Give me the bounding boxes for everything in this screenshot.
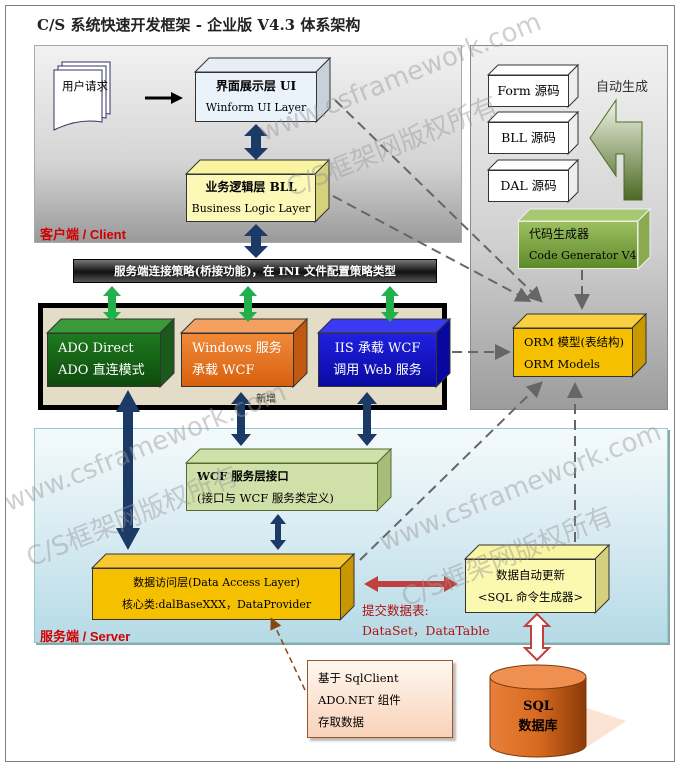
navy-double-arrows — [116, 124, 377, 550]
note-line-1: 基于 SqlClient — [318, 671, 399, 685]
code-generator-subtitle: Code Generator V4 — [529, 249, 637, 262]
request-arrow — [145, 92, 183, 104]
connection-strategy-bar: 服务端连接策略(桥接功能)，在 INI 文件配置策略类型 — [73, 259, 437, 283]
sqlclient-note: 基于 SqlClient ADO.NET 组件 存取数据 — [307, 660, 453, 738]
orm-dashed-lines — [332, 99, 590, 561]
submit-data-types: DataSet，DataTable — [362, 623, 490, 638]
bll-source-box: BLL 源码 — [486, 110, 580, 156]
note-dal-line — [270, 617, 306, 691]
orm-models-box: ORM 模型(表结构) ORM Models — [511, 312, 648, 379]
database-subtitle: 数据库 — [518, 719, 558, 734]
strategy-iis-arrow — [381, 286, 399, 322]
sql-generator-box: 数据自动更新 <SQL 命令生成器> — [463, 543, 611, 615]
dal-source-label: DAL 源码 — [488, 170, 569, 202]
dal-box: 数据访问层(Data Access Layer) 核心类:dalBaseXXX，… — [90, 552, 356, 622]
dal-orm-line — [359, 381, 543, 561]
ui-layer-box: 界面展示层 UI Winform UI Layer — [193, 56, 332, 124]
mode-ado-direct-title: ADO Direct — [58, 341, 134, 356]
green-double-arrows — [103, 286, 399, 322]
dal-source-box: DAL 源码 — [486, 158, 580, 204]
mode-windows-service-box: Windows 服务 承载 WCF — [179, 317, 309, 389]
bll-strategy-arrow — [244, 224, 268, 258]
wcf-dal-arrow — [270, 514, 286, 550]
sql-generator-title: 数据自动更新 — [496, 568, 565, 582]
client-zone-label: 客户端 / Client — [40, 227, 126, 242]
dal-subtitle: 核心类:dalBaseXXX，DataProvider — [121, 598, 312, 611]
mode-windows-service-subtitle: 承载 WCF — [192, 363, 255, 378]
mode-ado-direct-subtitle: ADO 直连模式 — [58, 363, 145, 378]
mode-iis-wcf-title: IIS 承载 WCF — [334, 341, 421, 356]
bll-layer-box: 业务逻辑层 BLL Business Logic Layer — [184, 158, 331, 224]
diagram-title: C/S 系统快速开发框架 - 企业版 V4.3 体系架构 — [37, 16, 361, 34]
dal-title: 数据访问层(Data Access Layer) — [133, 576, 300, 589]
sqlgen-db-arrow — [522, 612, 552, 662]
form-source-box: Form 源码 — [486, 63, 580, 109]
ui-orm-line — [334, 99, 543, 303]
ui-layer-title: 界面展示层 UI — [215, 79, 297, 93]
database-label: SQL 数据库 — [502, 697, 574, 737]
code-generator-title: 代码生成器 — [529, 227, 590, 241]
submit-data-label: 提交数据表: — [362, 603, 429, 618]
mode-ado-direct-box: ADO Direct ADO 直连模式 — [45, 317, 176, 389]
bll-layer-title: 业务逻辑层 BLL — [205, 180, 297, 194]
ado-dal-arrow — [116, 390, 140, 550]
strategy-windows-arrow — [239, 286, 257, 322]
ui-bll-arrow — [244, 124, 268, 160]
new-label: 新增 — [256, 394, 276, 405]
orm-models-title: ORM 模型(表结构) — [524, 334, 624, 349]
note-line-3: 存取数据 — [318, 715, 364, 729]
note-line-2: ADO.NET 组件 — [318, 693, 401, 707]
auto-generate-arrow — [589, 98, 643, 201]
strategy-ado-arrow — [103, 286, 121, 322]
mode-iis-wcf-subtitle: 调用 Web 服务 — [333, 363, 422, 378]
wcf-interface-title: WCF 服务层接口 — [197, 469, 289, 483]
bll-source-label: BLL 源码 — [488, 122, 569, 154]
form-source-label: Form 源码 — [488, 75, 569, 107]
mode-iis-wcf-box: IIS 承载 WCF 调用 Web 服务 — [316, 317, 452, 389]
sql-generator-subtitle: <SQL 命令生成器> — [477, 590, 584, 604]
database-title: SQL — [523, 699, 553, 714]
database-cylinder-icon — [489, 664, 626, 758]
wcf-interface-box: WCF 服务层接口 (接口与 WCF 服务类定义) — [184, 447, 393, 513]
mode-windows-service-title: Windows 服务 — [192, 341, 282, 356]
bll-layer-subtitle: Business Logic Layer — [191, 202, 311, 215]
diagram-frame — [5, 5, 675, 762]
auto-generate-label: 自动生成 — [596, 80, 649, 95]
bll-orm-line — [332, 195, 532, 302]
user-request-label: 用户请求 — [62, 79, 108, 93]
windows-wcf-arrow — [231, 392, 251, 446]
wcf-interface-subtitle: (接口与 WCF 服务类定义) — [197, 491, 334, 505]
user-request-document-icon — [53, 61, 111, 131]
server-zone-label: 服务端 / Server — [40, 629, 131, 644]
code-generator-box: 代码生成器 Code Generator V4 — [516, 207, 652, 271]
iis-wcf-arrow — [357, 392, 377, 446]
ui-layer-subtitle: Winform UI Layer — [205, 101, 307, 114]
dal-sqlgen-arrow — [364, 576, 458, 592]
orm-models-subtitle: ORM Models — [524, 356, 600, 371]
